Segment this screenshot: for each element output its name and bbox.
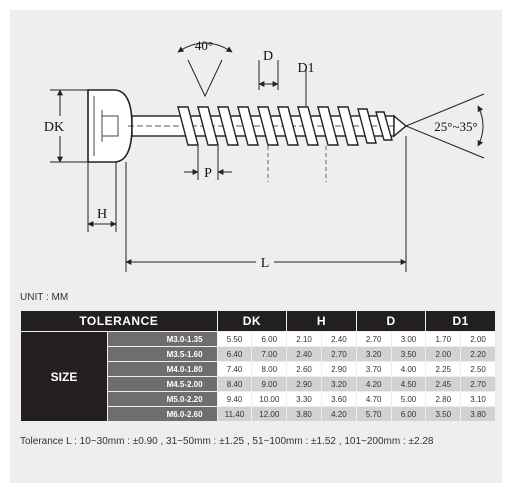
- model-cell: M6.0-2.60: [108, 407, 217, 421]
- p-label: P: [204, 166, 212, 181]
- tolerance-note: Tolerance L : 10~30mm : ±0.90 , 31~50mm …: [20, 436, 434, 447]
- value-cell: 5.00: [391, 392, 426, 406]
- unit-label: UNIT : MM: [20, 292, 69, 303]
- value-cell: 3.30: [287, 392, 321, 406]
- dk-header: DK: [217, 311, 287, 331]
- table-row: M5.0-2.20 9.40 10.00 3.30 3.60 4.70 5.00…: [21, 392, 495, 406]
- value-cell: 3.50: [426, 407, 461, 421]
- value-cell: 2.10: [287, 332, 321, 346]
- thread-angle-lines: [187, 59, 223, 98]
- value-cell: 7.00: [252, 347, 287, 361]
- value-cell: 4.00: [391, 362, 426, 376]
- d-label: D: [263, 49, 273, 64]
- l-label: L: [261, 256, 270, 271]
- spec-table: TOLERANCE DK H D D1 SIZE M3.0-1.35 5.50 …: [20, 310, 496, 422]
- value-cell: 6.40: [217, 347, 252, 361]
- value-cell: 4.50: [391, 377, 426, 391]
- value-cell: 3.60: [321, 392, 356, 406]
- screw-tip: [393, 114, 408, 138]
- dk-label-bg: [38, 116, 72, 136]
- value-cell: 3.20: [356, 347, 391, 361]
- value-cell: 8.40: [217, 377, 252, 391]
- table-row: SIZE M3.0-1.35 5.50 6.00 2.10 2.40 2.70 …: [21, 332, 495, 421]
- value-cell: 5.70: [356, 407, 391, 421]
- value-cell: 1.70: [426, 332, 461, 346]
- value-cell: 7.40: [217, 362, 252, 376]
- value-cell: 6.00: [391, 407, 426, 421]
- product-spec-panel: 25°~35° 40° D D1 DK P H: [10, 10, 502, 483]
- table-row: M4.5-2.00 8.40 9.00 2.90 3.20 4.20 4.50 …: [21, 377, 495, 391]
- d1-header: D1: [426, 311, 495, 331]
- model-cell: M3.5-1.60: [108, 347, 217, 361]
- size-label: SIZE: [21, 332, 108, 421]
- value-cell: 9.00: [252, 377, 287, 391]
- value-cell: 2.60: [287, 362, 321, 376]
- value-cell: 3.50: [391, 347, 426, 361]
- screw-head: [87, 89, 133, 163]
- screw-dimension-drawing: 25°~35° 40° D D1 DK P H: [38, 38, 485, 272]
- model-cell: M4.0-1.80: [108, 362, 217, 376]
- h-header: H: [287, 311, 356, 331]
- h-label: H: [97, 207, 107, 222]
- value-cell: 12.00: [252, 407, 287, 421]
- value-cell: 6.00: [252, 332, 287, 346]
- value-cell: 3.20: [321, 377, 356, 391]
- model-cell: M3.0-1.35: [108, 332, 217, 346]
- l-label-bg: [256, 254, 274, 270]
- d1-label: D1: [297, 61, 314, 76]
- model-cell: M4.5-2.00: [108, 377, 217, 391]
- value-cell: 9.40: [217, 392, 252, 406]
- screw-threads: [177, 106, 393, 146]
- value-cell: 2.70: [356, 332, 391, 346]
- d-header: D: [356, 311, 426, 331]
- value-cell: 2.90: [287, 377, 321, 391]
- tip-angle-label: 25°~35°: [434, 119, 477, 134]
- value-cell: 2.50: [461, 362, 495, 376]
- value-cell: 4.70: [356, 392, 391, 406]
- tip-angle-arc: [477, 105, 484, 147]
- model-cell: M5.0-2.20: [108, 392, 217, 406]
- value-cell: 4.20: [356, 377, 391, 391]
- value-cell: 10.00: [252, 392, 287, 406]
- tip-angle-lines: [404, 93, 485, 159]
- value-cell: 2.70: [321, 347, 356, 361]
- value-cell: 3.10: [461, 392, 495, 406]
- value-cell: 2.20: [461, 347, 495, 361]
- value-cell: 3.80: [287, 407, 321, 421]
- table-header-row: TOLERANCE DK H D D1: [21, 311, 495, 331]
- value-cell: 2.00: [461, 332, 495, 346]
- table-row: M3.5-1.60 6.40 7.00 2.40 2.70 3.20 3.50 …: [21, 347, 495, 361]
- value-cell: 8.00: [252, 362, 287, 376]
- tolerance-header: TOLERANCE: [21, 311, 217, 331]
- value-cell: 2.25: [426, 362, 461, 376]
- value-cell: 5.50: [217, 332, 252, 346]
- value-cell: 4.20: [321, 407, 356, 421]
- value-cell: 2.90: [321, 362, 356, 376]
- value-cell: 3.70: [356, 362, 391, 376]
- value-cell: 2.45: [426, 377, 461, 391]
- value-cell: 3.00: [391, 332, 426, 346]
- dk-label: DK: [44, 120, 64, 135]
- value-cell: 2.40: [287, 347, 321, 361]
- value-cell: 2.70: [461, 377, 495, 391]
- thread-angle-label: 40°: [195, 38, 213, 53]
- thread-angle-arc: [177, 42, 233, 53]
- value-cell: 2.80: [426, 392, 461, 406]
- value-cell: 2.40: [321, 332, 356, 346]
- value-cell: 3.80: [461, 407, 495, 421]
- table-row: M6.0-2.60 11.40 12.00 3.80 4.20 5.70 6.0…: [21, 407, 495, 421]
- head-recess: [102, 115, 119, 137]
- value-cell: 2.00: [426, 347, 461, 361]
- table-row: M4.0-1.80 7.40 8.00 2.60 2.90 3.70 4.00 …: [21, 362, 495, 376]
- value-cell: 11.40: [217, 407, 252, 421]
